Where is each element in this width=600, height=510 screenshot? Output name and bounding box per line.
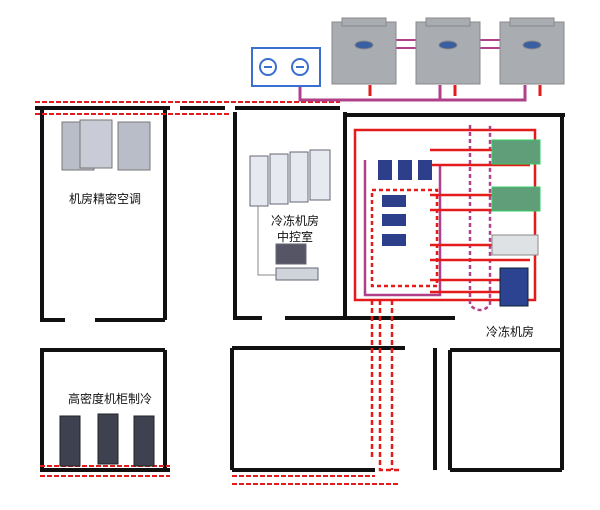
control-room-label-line2: 中控室 [276,230,313,244]
control-cabinets [249,149,331,281]
cooling-tower [415,17,481,85]
cooling-tower [331,17,397,85]
cooling-towers [331,17,565,85]
precision-ac-label: 机房精密空调 [68,192,141,206]
building-walls [35,106,565,472]
electrical-panel [251,47,321,87]
cooling-tower [499,17,565,85]
chiller-room-piping [353,125,537,472]
precision-ac-units [61,119,151,171]
high-density-racks [59,413,155,467]
chillers [491,139,541,307]
control-room-label-line1: 冷冻机房 [270,214,319,228]
chiller-room-label: 冷冻机房 [485,325,534,339]
high-density-label: 高密度机柜制冷 [67,392,152,406]
pumps [378,160,432,246]
